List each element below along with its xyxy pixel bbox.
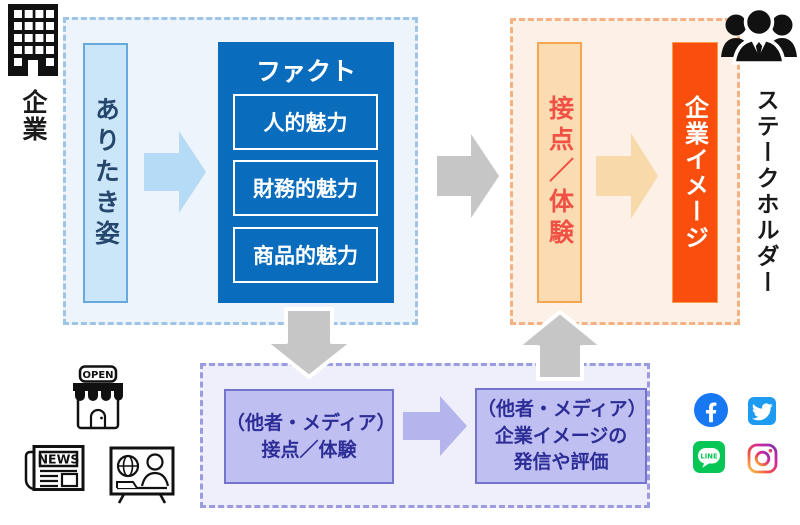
media-touchpoint-line2: 接点／体験 bbox=[261, 438, 357, 461]
media-touchpoint-line1: （他者・メディア） bbox=[226, 411, 396, 434]
media-broadcast-line2: 企業イメージの bbox=[494, 424, 628, 447]
news-icon: NEWS bbox=[24, 445, 85, 491]
desired-state-box: ありたき姿 bbox=[83, 43, 128, 303]
store-icon: OPEN bbox=[73, 365, 123, 430]
fact-item-human: 人的魅力 bbox=[233, 94, 378, 150]
news-headline-text: NEWS bbox=[38, 452, 80, 467]
stakeholders-icon bbox=[721, 6, 797, 65]
media-broadcast-line1: （他者・メディア） bbox=[477, 398, 647, 421]
company-label: 企業 bbox=[16, 86, 50, 146]
up-arrow-gray bbox=[515, 310, 605, 381]
media-broadcast-box: （他者・メディア） 企業イメージの 発信や評価 bbox=[475, 388, 647, 484]
corporate-image-box: 企業イメージ bbox=[672, 42, 718, 303]
fact-item-product: 商品的魅力 bbox=[233, 227, 378, 283]
fact-item-financial: 財務的魅力 bbox=[233, 160, 378, 216]
media-touchpoint-box: （他者・メディア） 接点／体験 bbox=[224, 389, 396, 484]
down-arrow-gray bbox=[263, 307, 355, 379]
instagram-icon bbox=[747, 443, 778, 474]
facebook-icon bbox=[694, 393, 728, 427]
right-arrow-purple bbox=[403, 396, 467, 456]
touchpoint-experience-label: 接点／体験 bbox=[545, 95, 575, 250]
line-logo-text: LINE bbox=[700, 453, 718, 461]
desired-state-label: ありたき姿 bbox=[91, 95, 121, 251]
line-icon: LINE bbox=[693, 441, 725, 473]
tv-icon bbox=[109, 446, 175, 504]
media-broadcast-line3: 発信や評価 bbox=[513, 451, 609, 474]
stakeholder-label-text: ステークホルダー bbox=[752, 87, 778, 296]
right-arrow-blue bbox=[144, 131, 206, 213]
fact-box: ファクト 人的魅力 財務的魅力 商品的魅力 bbox=[218, 42, 394, 303]
right-arrow-orange bbox=[596, 133, 658, 219]
corporate-image-label: 企業イメージ bbox=[680, 94, 709, 251]
twitter-icon bbox=[748, 397, 776, 425]
building-icon bbox=[8, 4, 58, 76]
company-label-text: 企業 bbox=[19, 89, 48, 143]
touchpoint-experience-box: 接点／体験 bbox=[537, 42, 582, 303]
right-arrow-gray bbox=[437, 134, 499, 218]
fact-title: ファクト bbox=[255, 57, 356, 86]
stakeholder-label: ステークホルダー bbox=[748, 84, 782, 299]
open-sign-text: OPEN bbox=[82, 370, 113, 381]
